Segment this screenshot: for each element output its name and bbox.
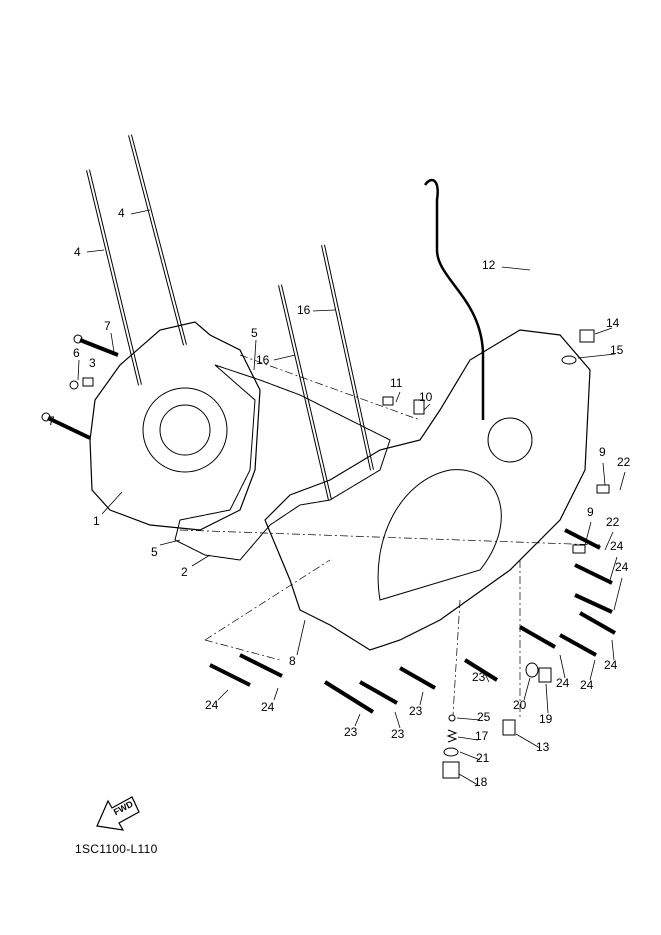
callout-5[interactable]: 5 [151,545,158,559]
drain-bolt-19[interactable] [538,667,552,683]
callout-3[interactable]: 3 [89,356,96,370]
bolts-24-right[interactable] [519,528,616,657]
callout-15[interactable]: 15 [610,343,624,357]
fwd-arrow-icon [96,796,140,831]
ball-25[interactable] [448,714,456,722]
alignment-lines [179,354,601,720]
crankcase-right-web [377,469,502,601]
plate-3[interactable] [82,377,94,387]
callout-9[interactable]: 9 [599,445,606,459]
strainer-13[interactable] [502,719,516,736]
callout-4[interactable]: 4 [74,245,81,259]
bracket-10[interactable] [413,399,425,415]
callout-20[interactable]: 20 [513,698,527,712]
bolts-23[interactable] [323,658,499,714]
callout-6[interactable]: 6 [73,346,80,360]
callout-19[interactable]: 19 [539,712,553,726]
bearing-inner [159,404,211,456]
spring-17[interactable] [446,729,458,743]
callout-7[interactable]: 7 [48,414,55,428]
callout-24[interactable]: 24 [580,678,594,692]
callout-12[interactable]: 12 [482,258,496,272]
callout-23[interactable]: 23 [409,704,423,718]
callout-5[interactable]: 5 [251,326,258,340]
stud-4-a[interactable] [128,134,187,346]
callout-17[interactable]: 17 [475,729,489,743]
bolt-7-b[interactable] [41,412,91,440]
bolt-6[interactable] [69,380,79,390]
callout-24[interactable]: 24 [610,539,624,553]
callout-16[interactable]: 16 [256,353,270,367]
callout-8[interactable]: 8 [289,654,296,668]
callout-25[interactable]: 25 [477,710,491,724]
o-ring-21[interactable] [443,747,459,757]
callout-22[interactable]: 22 [617,455,631,469]
callout-23[interactable]: 23 [344,725,358,739]
callout-4[interactable]: 4 [118,206,125,220]
callout-24[interactable]: 24 [261,700,275,714]
crankcase-left-bearing-bore [142,387,228,473]
diagram-code: 1SC1100-L110 [75,842,158,856]
callout-24[interactable]: 24 [604,658,618,672]
callout-14[interactable]: 14 [606,316,620,330]
callout-24[interactable]: 24 [556,676,570,690]
callout-23[interactable]: 23 [472,670,486,684]
crankcase-right-bearing-bore [487,417,533,463]
oil-filler-cap[interactable] [579,329,595,343]
callout-18[interactable]: 18 [474,775,488,789]
stud-16-a[interactable] [321,244,374,471]
stud-4-b[interactable] [86,169,142,386]
crankcase-right[interactable] [264,329,591,651]
callout-16[interactable]: 16 [297,303,311,317]
callout-1[interactable]: 1 [93,514,100,528]
dipstick[interactable] [423,178,485,420]
callout-7[interactable]: 7 [104,319,111,333]
callout-9[interactable]: 9 [587,505,594,519]
leader-lines [77,209,626,786]
stud-16-b[interactable] [278,284,332,501]
callout-13[interactable]: 13 [536,740,550,754]
gasket-20[interactable] [525,662,539,678]
bolts-24-left[interactable] [209,653,283,687]
callout-10[interactable]: 10 [419,390,433,404]
bracket-9-b[interactable] [572,544,586,554]
o-ring-15[interactable] [561,355,577,365]
callout-2[interactable]: 2 [181,565,188,579]
bolt-11[interactable] [382,396,394,406]
bracket-9-a[interactable] [596,484,610,494]
bolt-7-a[interactable] [73,334,119,357]
crankcase-left[interactable] [89,321,261,531]
callout-11[interactable]: 11 [390,376,403,390]
callout-23[interactable]: 23 [391,727,405,741]
callout-24[interactable]: 24 [615,560,629,574]
callout-24[interactable]: 24 [205,698,219,712]
gasket[interactable] [174,364,391,561]
callout-21[interactable]: 21 [476,751,490,765]
plug-18[interactable] [442,761,460,779]
callout-22[interactable]: 22 [606,515,620,529]
